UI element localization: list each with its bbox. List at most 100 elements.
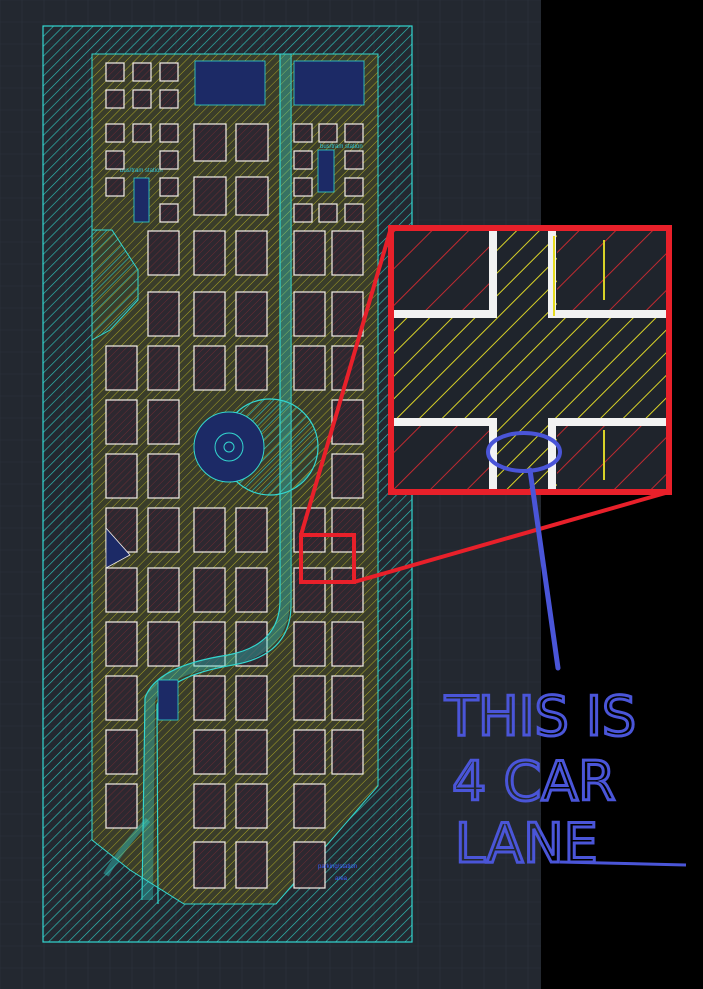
building-block[interactable]: [235, 783, 268, 829]
building-block[interactable]: [132, 62, 152, 82]
building-block[interactable]: [318, 123, 338, 143]
callout-line-top: [299, 227, 393, 536]
building-block[interactable]: [159, 150, 179, 170]
building-block[interactable]: [293, 203, 313, 223]
annotation-line-2: 4 CAR: [452, 750, 616, 813]
building-block[interactable]: [293, 783, 326, 829]
building-block[interactable]: [105, 177, 125, 197]
building-block[interactable]: [105, 783, 138, 829]
building-block[interactable]: [235, 675, 268, 721]
building-block[interactable]: [293, 841, 326, 889]
building-block[interactable]: [293, 177, 313, 197]
zoom-source-box[interactable]: [299, 533, 356, 584]
lot-blue[interactable]: [157, 679, 179, 721]
bus-stop-left[interactable]: [133, 177, 150, 223]
building-block[interactable]: [105, 675, 138, 721]
building-block[interactable]: [147, 399, 180, 445]
building-block[interactable]: [293, 345, 326, 391]
building-block[interactable]: [193, 567, 226, 613]
building-block[interactable]: [193, 507, 226, 553]
zoom-detail[interactable]: [391, 228, 669, 492]
building-block[interactable]: [193, 729, 226, 775]
building-block[interactable]: [293, 230, 326, 276]
building-block[interactable]: [331, 230, 364, 276]
building-block[interactable]: [193, 230, 226, 276]
building-block[interactable]: [147, 453, 180, 499]
roundabout-inner: [214, 432, 244, 462]
station-area-right[interactable]: [293, 60, 365, 106]
building-block[interactable]: [105, 345, 138, 391]
building-block[interactable]: [293, 729, 326, 775]
building-block[interactable]: [147, 291, 180, 337]
building-block[interactable]: [105, 89, 125, 109]
building-block[interactable]: [344, 150, 364, 170]
building-block[interactable]: [105, 399, 138, 445]
building-block[interactable]: [159, 62, 179, 82]
building-block[interactable]: [235, 230, 268, 276]
callout-line-bottom: [353, 490, 670, 584]
roundabout[interactable]: [193, 411, 265, 483]
building-block[interactable]: [193, 345, 226, 391]
building-block[interactable]: [193, 176, 227, 216]
building-block[interactable]: [105, 729, 138, 775]
building-block[interactable]: [293, 621, 326, 667]
building-block[interactable]: [293, 150, 313, 170]
building-block[interactable]: [105, 453, 138, 499]
building-block[interactable]: [193, 123, 227, 162]
building-block[interactable]: [105, 567, 138, 613]
building-block[interactable]: [105, 62, 125, 82]
building-block[interactable]: [235, 291, 268, 337]
building-block[interactable]: [293, 123, 313, 143]
building-block[interactable]: [235, 176, 269, 216]
building-block[interactable]: [105, 621, 138, 667]
building-block[interactable]: [105, 123, 125, 143]
building-block[interactable]: [235, 841, 268, 889]
building-block[interactable]: [331, 567, 364, 613]
building-block[interactable]: [235, 567, 268, 613]
building-block[interactable]: [147, 567, 180, 613]
building-block[interactable]: [331, 621, 364, 667]
building-block[interactable]: [159, 123, 179, 143]
bus-stop-right[interactable]: [317, 149, 335, 193]
building-block[interactable]: [159, 177, 179, 197]
building-block[interactable]: [235, 345, 268, 391]
building-block[interactable]: [331, 675, 364, 721]
building-block[interactable]: [235, 507, 268, 553]
building-block[interactable]: [331, 453, 364, 499]
building-block[interactable]: [147, 345, 180, 391]
building-block[interactable]: [293, 507, 326, 553]
building-block[interactable]: [293, 291, 326, 337]
station-area-left[interactable]: [194, 60, 266, 106]
building-block[interactable]: [235, 621, 268, 667]
building-block[interactable]: [318, 203, 338, 223]
building-block[interactable]: [344, 203, 364, 223]
building-block[interactable]: [193, 841, 226, 889]
building-block[interactable]: [331, 507, 364, 553]
building-block[interactable]: [344, 177, 364, 197]
building-block[interactable]: [132, 123, 152, 143]
building-block[interactable]: [193, 291, 226, 337]
building-block[interactable]: [159, 203, 179, 223]
building-block[interactable]: [293, 675, 326, 721]
triangle-lot[interactable]: [105, 526, 131, 569]
building-block[interactable]: [235, 123, 269, 162]
building-block[interactable]: [235, 729, 268, 775]
annotation-underline: [559, 860, 687, 867]
building-block[interactable]: [147, 230, 180, 276]
building-block[interactable]: [193, 783, 226, 829]
building-block[interactable]: [132, 89, 152, 109]
building-block[interactable]: [147, 621, 180, 667]
building-block[interactable]: [293, 567, 326, 613]
building-block[interactable]: [331, 729, 364, 775]
building-block[interactable]: [344, 123, 364, 143]
building-block[interactable]: [147, 507, 180, 553]
corner-label-1: parking/station: [318, 864, 357, 870]
building-block[interactable]: [159, 89, 179, 109]
tram-line-left: [141, 54, 281, 901]
building-block[interactable]: [331, 291, 364, 337]
building-block[interactable]: [105, 150, 125, 170]
building-block[interactable]: [193, 675, 226, 721]
green-wedge[interactable]: [91, 229, 139, 341]
